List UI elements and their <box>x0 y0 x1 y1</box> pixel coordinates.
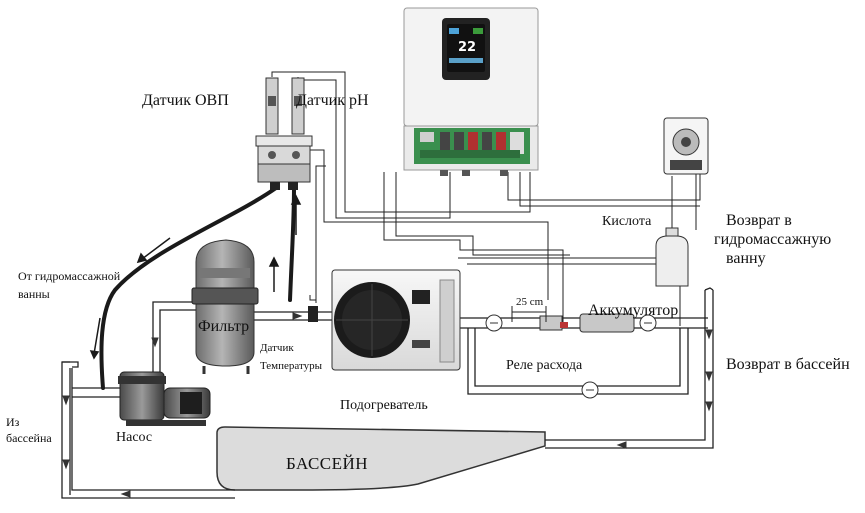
accumulator-label: Аккумулятор <box>588 302 679 319</box>
return-spa-label-line2: гидромассажную <box>714 231 832 248</box>
return-spa-label-line3: ванну <box>726 250 766 267</box>
heat-pump <box>331 269 461 371</box>
pool-basin <box>216 426 546 491</box>
pump-label: Насос <box>116 430 153 445</box>
sensor-hoses <box>99 186 296 390</box>
controller-unit <box>403 7 539 176</box>
from-spa-label-line1: От гидромассажной <box>18 269 121 283</box>
filter-label: Фильтр <box>198 318 250 335</box>
direction-arrows <box>89 194 302 360</box>
distance-label: 25 cm <box>516 296 544 308</box>
ph-sensor-label: Датчик pH <box>296 92 369 109</box>
inline-fittings <box>485 313 657 399</box>
temp-sensor-label-line2: Температуры <box>260 360 323 372</box>
from-spa-label-line2: ванны <box>18 287 50 301</box>
from-pool-label-line1: Из <box>6 415 20 429</box>
signal-wires <box>271 71 701 326</box>
from-pool-label-line2: бассейна <box>6 431 52 445</box>
flow-relay-label: Реле расхода <box>506 358 583 373</box>
filter-tank <box>191 239 259 374</box>
flow-arrows <box>62 312 713 498</box>
temp-sensor-fitting <box>308 306 318 322</box>
pump-unit <box>118 371 211 426</box>
acid-label: Кислота <box>602 214 652 229</box>
return-spa-label-line1: Возврат в <box>726 212 792 229</box>
controller-display-value: 22 <box>458 40 477 55</box>
orp-sensor-label: Датчик ОВП <box>142 92 229 109</box>
distance-marker <box>511 306 547 322</box>
return-pool-label: Возврат в бассейн <box>726 356 850 373</box>
acid-container <box>655 227 689 287</box>
dosing-pump <box>663 117 709 175</box>
pool-label: БАССЕЙН <box>286 454 369 473</box>
probe-holder <box>255 77 313 190</box>
heater-label: Подогреватель <box>340 398 428 413</box>
temp-sensor-label-line1: Датчик <box>260 342 294 354</box>
